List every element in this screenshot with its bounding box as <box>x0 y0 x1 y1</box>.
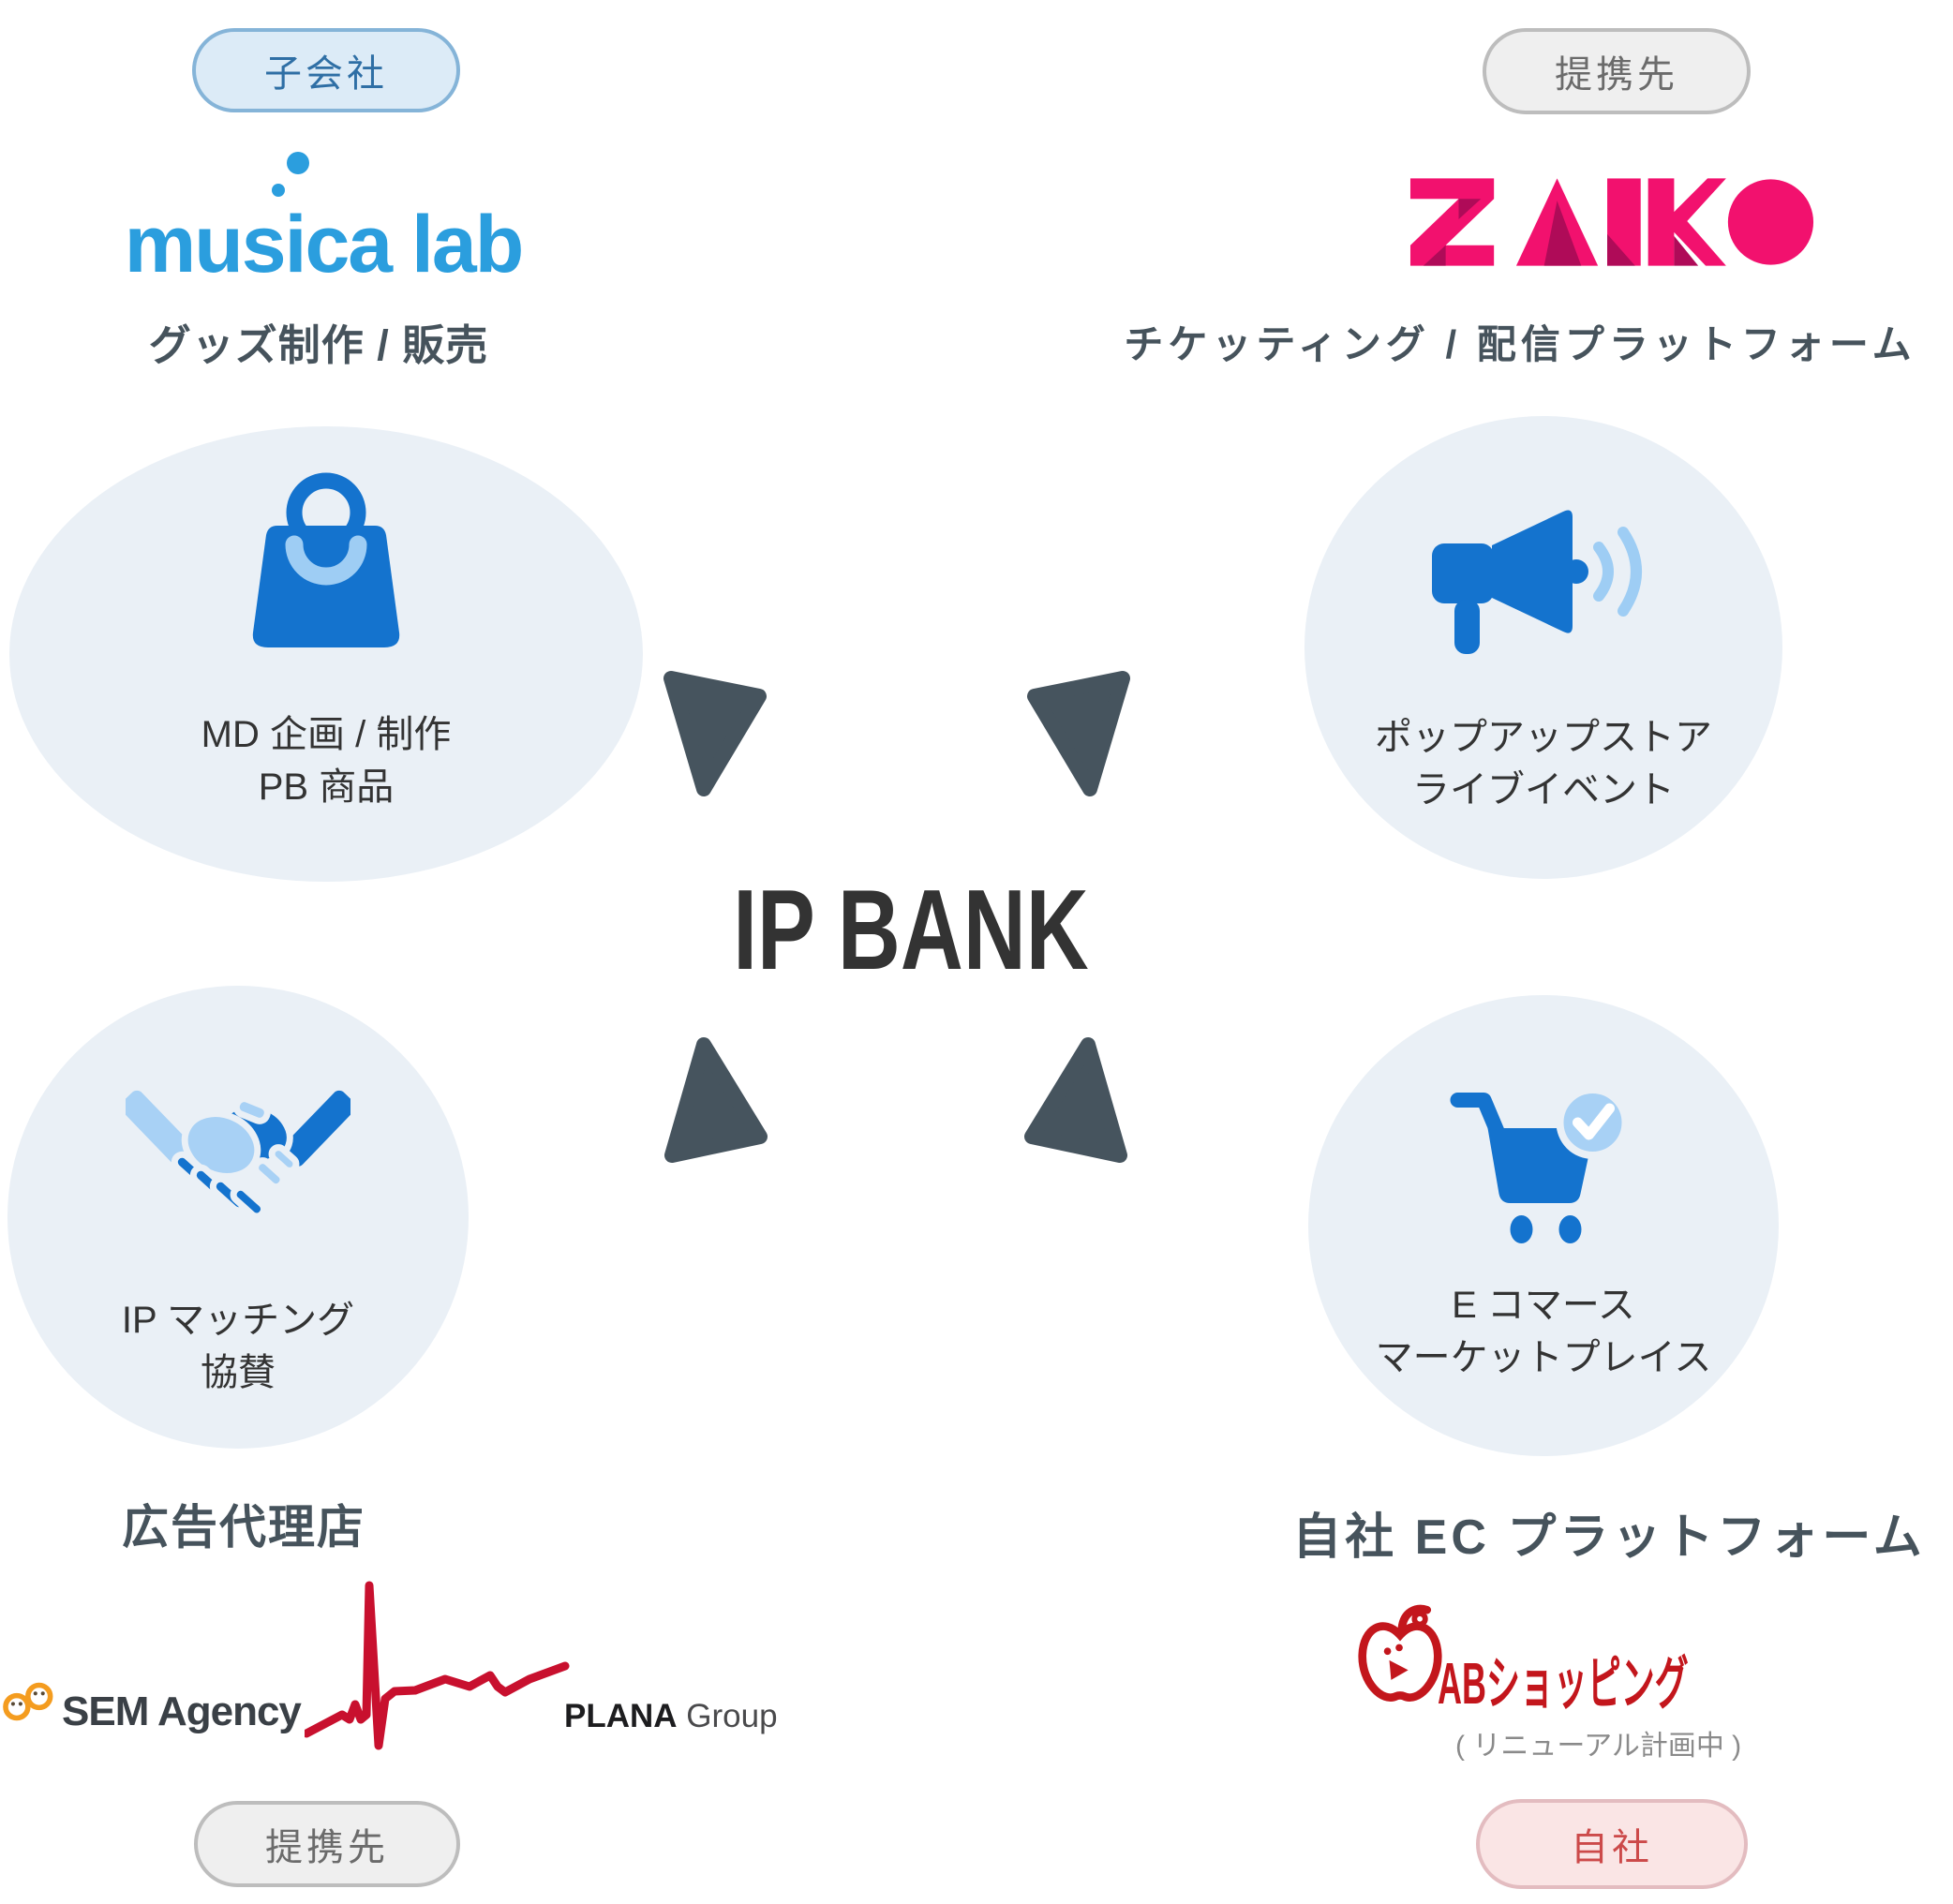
handshake-icon <box>113 1053 363 1245</box>
plana-pulse-icon <box>302 1574 576 1757</box>
musica-lab-logo: musica lab <box>124 200 525 290</box>
cart-check-icon <box>1443 1078 1645 1260</box>
plana-name: PLANA <box>564 1698 678 1734</box>
heading-ticketing: チケッティング / 配信プラットフォーム <box>1124 322 1916 366</box>
bubble-matching-line2: 協賛 <box>201 1352 276 1393</box>
arrow-down-left-icon <box>1023 667 1132 798</box>
sem-agency-logo: SEM Agency <box>62 1688 302 1734</box>
badge-subsidiary: 子会社 <box>192 28 460 112</box>
bubble-matching-line1: IP マッチング <box>121 1300 355 1341</box>
arrow-up-left-icon <box>1021 1035 1130 1167</box>
badge-partner-top: 提携先 <box>1483 28 1751 114</box>
bubble-matching: IP マッチング 協賛 <box>7 986 469 1449</box>
bubble-md-line2: PB 商品 <box>258 766 395 808</box>
plana-suffix: Group <box>686 1698 778 1734</box>
bubble-popup-line1: ポップアップストア <box>1375 717 1712 758</box>
arrow-up-right-icon <box>662 1035 770 1167</box>
bubble-ecommerce: E コマース マーケットプレイス <box>1308 995 1779 1456</box>
bubble-ecommerce-line2: マーケットプレイス <box>1375 1337 1712 1378</box>
musica-lab-dot-icon <box>272 184 285 197</box>
plana-group-logo: PLANA Group <box>564 1698 778 1735</box>
ab-apple-icon <box>1357 1604 1443 1714</box>
megaphone-icon <box>1426 506 1661 670</box>
zaiko-logo <box>1409 178 1817 273</box>
heading-goods: グッズ制作 / 販売 <box>148 321 489 369</box>
badge-own-company: 自社 <box>1476 1799 1748 1889</box>
heading-ad-agency: 広告代理店 <box>122 1501 365 1554</box>
sem-agency-icon <box>2 1673 60 1734</box>
musica-lab-dot-icon <box>287 152 309 174</box>
bubble-ecommerce-line1: E コマース <box>1452 1285 1635 1326</box>
bubble-md: MD 企画 / 制作 PB 商品 <box>9 426 643 882</box>
ab-shopping-note: ( リニューアル計画中 ) <box>1455 1731 1742 1762</box>
shopping-bag-icon <box>242 464 410 665</box>
center-title: IP BANK <box>733 866 1089 993</box>
bubble-popup: ポップアップストア ライブイベント <box>1304 416 1782 879</box>
arrow-down-right-icon <box>662 667 770 798</box>
heading-own-ec: 自社 EC プラットフォーム <box>1292 1510 1926 1565</box>
ab-shopping-logo: ABショッピング <box>1438 1652 1689 1717</box>
bubble-md-line1: MD 企画 / 制作 <box>201 714 452 755</box>
bubble-popup-line2: ライブイベント <box>1412 769 1675 811</box>
badge-partner-bottom: 提携先 <box>194 1801 460 1887</box>
